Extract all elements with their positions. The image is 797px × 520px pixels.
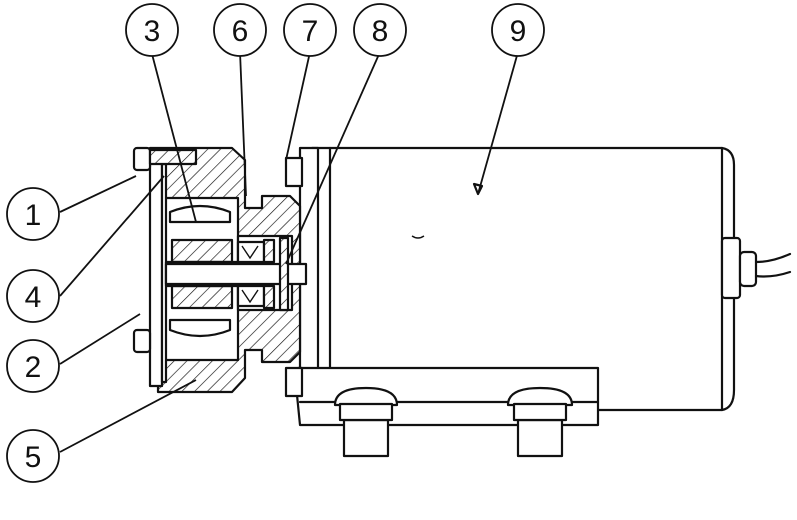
callout-1: 1 <box>6 187 60 241</box>
svg-text:3: 3 <box>144 15 161 48</box>
callout-9: 9 <box>491 3 545 57</box>
cover-screw-bottom <box>132 328 152 354</box>
svg-text:5: 5 <box>25 441 42 474</box>
retaining-washer <box>278 236 290 312</box>
callout-2: 2 <box>6 339 60 393</box>
svg-text:8: 8 <box>372 15 389 48</box>
flange-bolt-top <box>284 156 304 188</box>
front-cover-plate <box>148 158 164 388</box>
motor <box>284 146 792 458</box>
svg-text:2: 2 <box>25 351 42 384</box>
svg-text:4: 4 <box>25 281 42 314</box>
motor-surface-mark <box>411 235 425 239</box>
callout-6: 6 <box>213 3 267 57</box>
svg-text:7: 7 <box>302 15 319 48</box>
shaft-seal <box>236 238 276 310</box>
cover-screw-top <box>132 146 198 172</box>
mount-foot-right <box>506 386 574 407</box>
svg-text:1: 1 <box>25 199 42 232</box>
motor-base-mount <box>294 366 600 458</box>
svg-text:6: 6 <box>232 15 249 48</box>
callout-7: 7 <box>283 3 337 57</box>
mount-foot-left <box>333 386 399 407</box>
callout-3: 3 <box>125 3 179 57</box>
callout-5: 5 <box>6 429 60 483</box>
drive-shaft <box>164 262 308 286</box>
leader-lines <box>59 51 519 453</box>
callout-4: 4 <box>6 269 60 323</box>
cable-gland <box>720 236 792 300</box>
svg-text:9: 9 <box>510 15 527 48</box>
flange-bolt-bottom <box>284 366 304 398</box>
callout-8: 8 <box>353 3 407 57</box>
